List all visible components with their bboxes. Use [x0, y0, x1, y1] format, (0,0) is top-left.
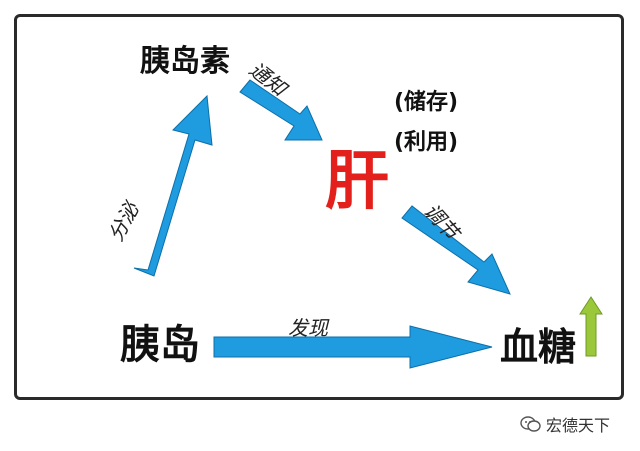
edge-label-discover: 发现	[288, 316, 328, 340]
watermark-text: 宏德天下	[545, 416, 610, 435]
node-insulin: 胰岛素	[140, 44, 230, 79]
up-arrow-icon	[579, 296, 603, 357]
node-pancreas: 胰岛	[120, 322, 200, 368]
arrow-discover	[213, 325, 493, 369]
node-blood-sugar: 血糖	[500, 325, 577, 369]
node-liver: 肝	[325, 145, 389, 219]
note-usage: (利用)	[394, 130, 459, 155]
arrow-regulate	[401, 205, 511, 295]
arrow-secrete	[133, 94, 213, 277]
diagram-frame	[14, 14, 624, 400]
arrow-notify	[239, 79, 323, 141]
wechat-icon	[520, 416, 541, 432]
note-storage: (储存)	[394, 90, 459, 115]
watermark: 宏德天下	[520, 412, 610, 436]
